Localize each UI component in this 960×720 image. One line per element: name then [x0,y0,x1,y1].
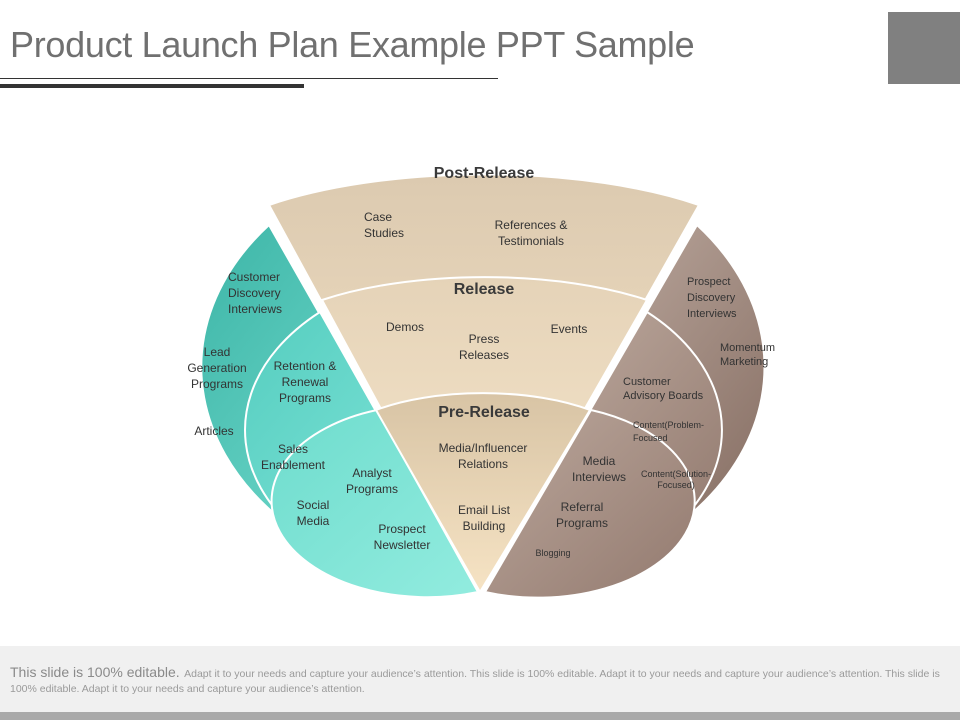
label-line: Demos [386,320,424,334]
label-line: Media [297,514,330,528]
label-line: Events [551,322,588,336]
label-blogging: Blogging [535,548,570,558]
title-underline-thin [0,78,498,79]
label-content-problem-focused: Content(Problem- Focused [633,420,704,443]
label-line: Media/Influencer [439,441,528,455]
label-line: Social [297,498,330,512]
slide-title: Product Launch Plan Example PPT Sample [10,24,695,65]
label-line: Advisory Boards [623,390,704,402]
label-line: Lead [204,345,231,359]
post-release-heading: Post-Release [434,165,535,182]
label-line: Customer [623,376,671,388]
footer-text: Adapt it to your needs and capture your … [10,668,940,695]
label-line: Press [469,332,500,346]
label-demos: Demos [386,320,424,334]
label-line: Programs [346,482,398,496]
label-references-testimonials: References & Testimonials [495,218,568,248]
label-line: Email List [458,503,511,517]
label-line: Newsletter [374,538,431,552]
label-line: Articles [194,424,233,438]
label-line: Programs [191,377,243,391]
label-line: Focused) [657,480,695,490]
label-line: Building [463,519,506,533]
title-underline-thick [0,84,304,88]
label-line: Media [583,454,616,468]
label-line: Interviews [687,308,737,320]
footer-note: This slide is 100% editable. Adapt it to… [0,646,960,712]
right-segment-inner [483,408,696,599]
label-line: Programs [556,516,608,530]
label-line: References & [495,218,568,232]
left-segment-inner [270,408,480,599]
corner-decoration [888,12,960,84]
label-line: Content(Solution- [641,469,711,479]
label-line: Momentum [720,342,775,354]
label-line: Studies [364,226,404,240]
label-line: Releases [459,348,509,362]
bottom-bar [0,712,960,720]
label-line: Interviews [572,470,626,484]
label-line: Marketing [720,356,768,368]
label-line: Programs [279,391,331,405]
pre-release-band [374,392,592,594]
label-line: Case [364,210,392,224]
release-heading: Release [454,281,515,298]
label-line: Enablement [261,458,326,472]
label-line: Relations [458,457,508,471]
label-line: Discovery [687,292,736,304]
label-line: Discovery [228,286,281,300]
footer-lead: This slide is 100% editable. [10,664,180,680]
label-line: Prospect [687,276,730,288]
label-line: Testimonials [498,234,564,248]
label-line: Generation [187,361,246,375]
label-line: Renewal [282,375,329,389]
label-line: Interviews [228,302,282,316]
label-line: Blogging [535,548,570,558]
pre-release-heading: Pre-Release [438,404,530,421]
label-line: Analyst [352,466,392,480]
label-articles: Articles [194,424,233,438]
label-events: Events [551,322,588,336]
label-line: Content(Problem- [633,420,704,430]
label-line: Retention & [274,359,337,373]
label-line: Referral [561,500,604,514]
label-line: Sales [278,442,308,456]
label-line: Customer [228,270,280,284]
label-content-solution-focused: Content(Solution-Focused) [641,469,711,490]
label-line: Focused [633,433,668,443]
label-line: Prospect [378,522,426,536]
